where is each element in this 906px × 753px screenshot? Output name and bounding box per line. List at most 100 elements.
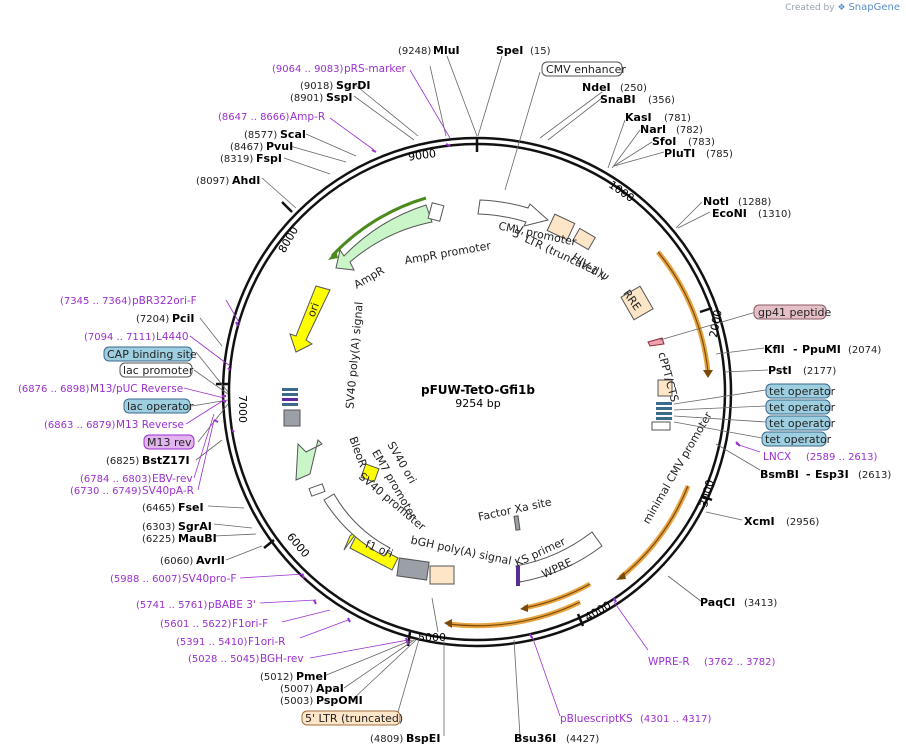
primer-markers — [213, 143, 741, 645]
primer-f1ori-r: (5391 .. 5410)F1ori-R — [176, 636, 285, 648]
svg-text:(3413): (3413) — [744, 598, 777, 609]
svg-text:M13 Reverse: M13 Reverse — [116, 419, 184, 431]
svg-text:(783): (783) — [688, 137, 715, 148]
svg-text:WPRE-R: WPRE-R — [648, 656, 690, 668]
lac-operator-tag: lac operator — [123, 398, 194, 414]
svg-text:PluTI: PluTI — [664, 147, 695, 160]
svg-text:XcmI: XcmI — [744, 515, 775, 528]
primer-prs-marker: (9064 .. 9083)pRS-marker — [272, 63, 407, 75]
enzyme-scai: (8577)ScaI — [244, 128, 306, 141]
enzyme-sgrdi: (9018)SgrDI — [300, 79, 370, 92]
svg-text:5' LTR (truncated): 5' LTR (truncated) — [305, 712, 403, 725]
enzyme-mlui: (9248)MluI — [398, 44, 460, 57]
svg-text:AvrII: AvrII — [196, 554, 225, 567]
orf-arc-bottom2 — [447, 599, 582, 629]
svg-text:(8319): (8319) — [220, 154, 253, 165]
svg-text:(2613): (2613) — [858, 470, 891, 481]
bgh-grey-box — [396, 557, 430, 581]
enzyme-sfoi: SfoI (783) — [652, 135, 715, 148]
snapgene-logo-icon: ❖ — [837, 3, 846, 13]
svg-text:pBR322ori-F: pBR322ori-F — [132, 295, 197, 307]
svg-text:CMV enhancer: CMV enhancer — [546, 63, 626, 76]
enzyme-kasi: KasI(781) — [625, 111, 691, 124]
svg-text:(6825): (6825) — [106, 456, 139, 467]
primer-pbr322ori-f: (7345 .. 7364)pBR322ori-F — [60, 295, 197, 307]
svg-text:(250): (250) — [620, 83, 647, 94]
svg-text:(6784 .. 6803): (6784 .. 6803) — [80, 474, 152, 485]
sv40-ori-box — [360, 463, 380, 483]
svg-text:(6863 .. 6879): (6863 .. 6879) — [44, 420, 116, 431]
enzyme-econi: EcoNI(1310) — [712, 207, 791, 220]
svg-text:Bsu36I: Bsu36I — [514, 732, 556, 745]
ltr-truncated-tag: 5' LTR (truncated) — [301, 710, 403, 726]
orf-arcs — [328, 196, 713, 629]
svg-text:(4427): (4427) — [566, 734, 599, 745]
cap-binding-site-tag: CAP binding site — [103, 346, 197, 362]
enzyme-ahdi: (8097)AhdI — [196, 174, 260, 187]
tet-operator-tag-4: tet operator — [761, 431, 832, 447]
svg-text:(4301 .. 4317): (4301 .. 4317) — [640, 714, 712, 725]
svg-text:BspEI: BspEI — [406, 732, 440, 745]
svg-text:tet operator: tet operator — [769, 417, 836, 430]
svg-text:BstZ17I: BstZ17I — [142, 454, 190, 467]
svg-text:tet operator: tet operator — [765, 433, 832, 446]
svg-text:(5028 .. 5045): (5028 .. 5045) — [188, 654, 260, 665]
svg-text:SfoI: SfoI — [652, 135, 676, 148]
cmv-enhancer-tag: CMV enhancer — [541, 61, 626, 77]
svg-text:(5012): (5012) — [260, 672, 293, 683]
enzyme-xcmi: XcmI(2956) — [744, 515, 819, 528]
svg-text:(6303): (6303) — [142, 522, 175, 533]
tick-label: 3000 — [697, 478, 717, 508]
credit-brand: SnapGene — [848, 2, 900, 13]
svg-text:KflI: KflI — [764, 343, 785, 356]
svg-text:(356): (356) — [648, 95, 675, 106]
svg-text:(2177): (2177) — [803, 366, 836, 377]
inner-feature-labels: AmpR AmpR promoter CMV promoter 5' LTR (… — [305, 219, 715, 580]
svg-text:NarI: NarI — [640, 123, 666, 136]
svg-text:Amp-R: Amp-R — [290, 111, 325, 123]
svg-text:(8901): (8901) — [290, 93, 323, 104]
primer-lncx: LNCX(2589 .. 2613) — [763, 451, 878, 463]
tick-label: 4000 — [583, 599, 614, 624]
enzyme-bstz17i: (6825)BstZ17I — [106, 454, 190, 467]
svg-text:(5391 .. 5410): (5391 .. 5410) — [176, 637, 248, 648]
enzyme-sgrai: (6303)SgrAI — [142, 520, 212, 533]
svg-text:(6730 .. 6749): (6730 .. 6749) — [70, 486, 142, 497]
svg-text:M13/pUC Reverse: M13/pUC Reverse — [90, 383, 183, 395]
svg-text:(5601 .. 5622): (5601 .. 5622) — [160, 619, 232, 630]
svg-text:M13 rev: M13 rev — [147, 436, 192, 449]
primer-sv40pro-f: (5988 .. 6007)SV40pro-F — [110, 573, 236, 585]
bleor-label: BleoR — [346, 435, 369, 470]
svg-text:(6465): (6465) — [142, 503, 175, 514]
enzyme-bspei: (4809)BspEI — [370, 732, 440, 745]
svg-text:(4809): (4809) — [370, 734, 403, 745]
plasmid-name: pFUW-TetO-Gfi1b — [421, 383, 535, 397]
svg-text:pBABE 3': pBABE 3' — [208, 599, 256, 611]
tick-label: 7000 — [236, 395, 249, 423]
svg-text:ApaI: ApaI — [316, 682, 344, 695]
svg-text:SnaBI: SnaBI — [600, 93, 636, 106]
cmv-promoter-arrow — [477, 199, 550, 227]
min-cmv-box — [651, 421, 671, 431]
enzyme-nari: NarI(782) — [640, 123, 703, 136]
ks-primer-marker — [516, 566, 520, 586]
svg-text:(9064 .. 9083): (9064 .. 9083) — [272, 64, 344, 75]
hiv-box — [572, 227, 596, 251]
svg-text:BsmBI: BsmBI — [760, 468, 799, 481]
svg-text:(5007): (5007) — [280, 684, 313, 695]
ori-arrow — [289, 285, 331, 353]
svg-text:PciI: PciI — [172, 312, 194, 325]
tet-operator-stack — [656, 402, 672, 420]
svg-text:LNCX: LNCX — [763, 451, 791, 463]
primer-m13-puc-reverse: (6876 .. 6898)M13/pUC Reverse — [18, 383, 183, 395]
svg-text:(7094 .. 7111): (7094 .. 7111) — [84, 332, 156, 343]
svg-text:tet operator: tet operator — [769, 385, 836, 398]
svg-text:SV40pro-F: SV40pro-F — [182, 573, 236, 585]
svg-text:EcoNI: EcoNI — [712, 207, 747, 220]
orf-arc-green-head — [328, 250, 338, 260]
svg-text:-: - — [793, 343, 798, 356]
svg-text:gp41 peptide: gp41 peptide — [758, 306, 832, 319]
orf-arc-bottom2-core — [447, 601, 581, 627]
tick-label: 5000 — [418, 631, 446, 644]
wpre-block — [515, 531, 603, 583]
